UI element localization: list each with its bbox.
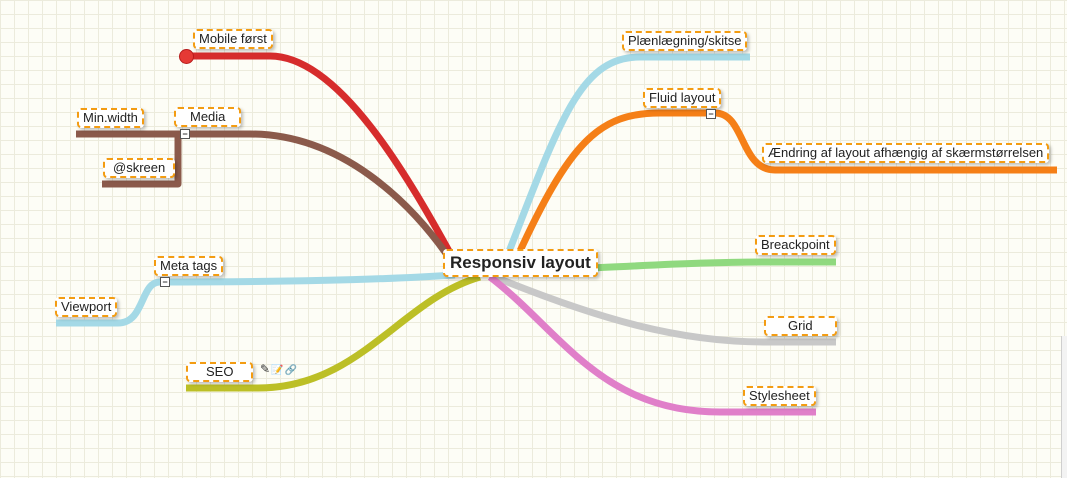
collapse-fluid-layout-toggle[interactable]: − — [706, 109, 716, 119]
node-root[interactable]: Responsiv layout — [443, 249, 598, 277]
node-meta-tags[interactable]: Meta tags — [154, 256, 224, 276]
attach-icon[interactable]: ✎ — [260, 362, 272, 376]
branch-breakpoint — [589, 258, 836, 272]
node-skreen[interactable]: @skreen — [103, 158, 176, 178]
branch-seo — [186, 273, 481, 392]
collapse-meta-tags-toggle[interactable]: − — [160, 277, 170, 287]
node-viewport[interactable]: Viewport — [55, 297, 118, 317]
branch-fluid-layout — [511, 109, 715, 264]
node-min-width[interactable]: Min.width — [77, 108, 144, 128]
node-planlaegning[interactable]: Plænlægning/skitse — [622, 31, 748, 51]
edit-icon[interactable]: 📝 — [271, 365, 285, 376]
branch-stylesheet — [487, 274, 816, 416]
branch-planlaegning — [501, 53, 750, 264]
branch-skreen — [102, 134, 182, 188]
node-stylesheet[interactable]: Stylesheet — [743, 386, 816, 406]
scrollbar[interactable] — [1061, 336, 1067, 478]
branch-mobile-forst — [190, 52, 459, 264]
node-mobile-forst[interactable]: Mobile først — [193, 29, 273, 49]
node-grid[interactable]: Grid — [764, 316, 837, 336]
branch-viewport — [56, 278, 161, 327]
link-icon[interactable]: 🔗 — [284, 365, 298, 376]
node-aendring[interactable]: Ændring af layout afhængig af skærmstørr… — [762, 143, 1050, 163]
drag-handle[interactable] — [179, 49, 194, 64]
node-tools: ✎📝🔗 — [260, 362, 298, 376]
node-fluid-layout[interactable]: Fluid layout — [643, 88, 722, 108]
node-seo[interactable]: SEO — [186, 362, 254, 382]
branch-aendring — [714, 109, 1057, 174]
collapse-media-toggle[interactable]: − — [180, 129, 190, 139]
branch-meta-tags — [159, 271, 456, 286]
branch-grid — [488, 271, 836, 346]
node-media[interactable]: Media — [174, 107, 242, 127]
branch-media — [180, 130, 455, 264]
node-breakpoint[interactable]: Breackpoint — [755, 235, 836, 255]
